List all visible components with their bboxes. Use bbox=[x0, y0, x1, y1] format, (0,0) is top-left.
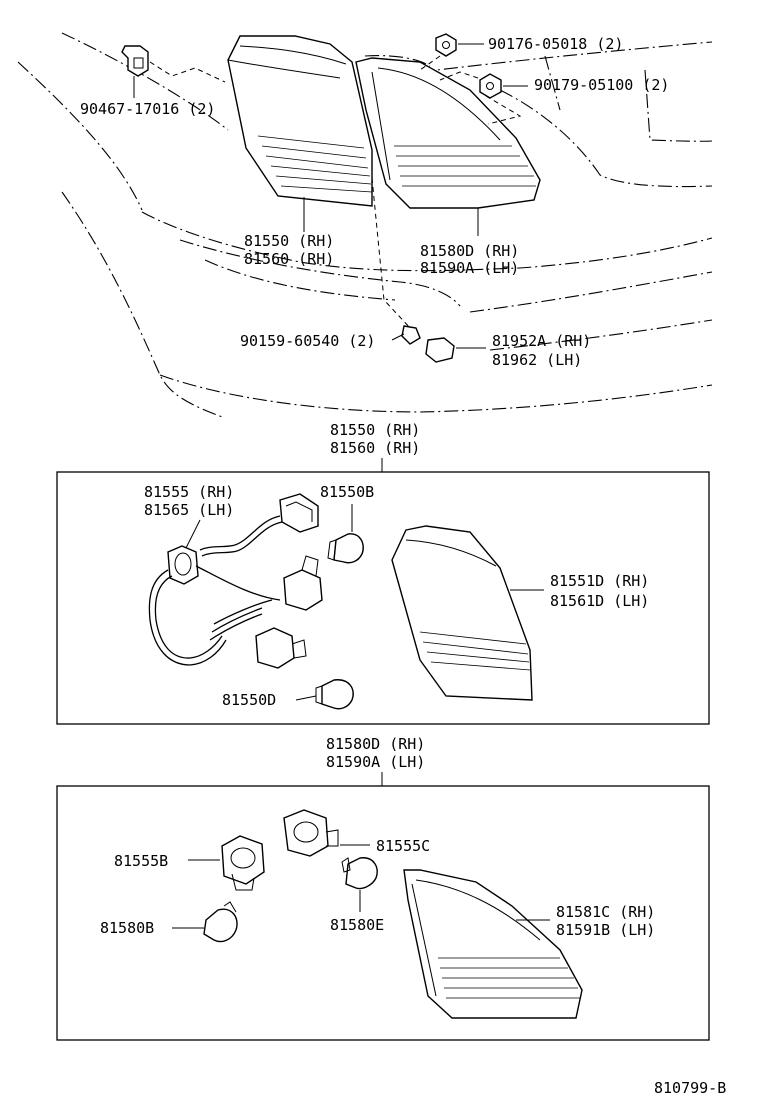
label-nut-1: 90176-05018 (2) bbox=[488, 35, 623, 53]
section1-frame bbox=[56, 471, 710, 725]
bulb-81580b bbox=[172, 901, 238, 943]
label-rear-lamp-1: 81550 (RH) bbox=[244, 232, 334, 250]
bulb-81550d bbox=[295, 679, 354, 710]
socket-81555b bbox=[188, 835, 265, 891]
label-socket-2: 81565 (LH) bbox=[144, 501, 234, 519]
label-lens1-2: 81561D (LH) bbox=[550, 592, 649, 610]
label-bulb-80e: 81580E bbox=[330, 916, 384, 934]
section2-title-1: 81580D (RH) bbox=[326, 735, 425, 753]
label-bulb-d: 81550D bbox=[222, 691, 276, 709]
nut-90179 bbox=[439, 71, 528, 125]
bulb-81550b bbox=[327, 504, 364, 564]
vehicle-body-outline bbox=[17, 32, 713, 419]
figure-code: 810799-B bbox=[654, 1079, 726, 1097]
back-up-lamp bbox=[355, 57, 541, 236]
label-back-lamp-1: 81580D (RH) bbox=[420, 242, 519, 260]
label-bulb-80b: 81580B bbox=[100, 919, 154, 937]
label-lens1-1: 81551D (RH) bbox=[550, 572, 649, 590]
socket-81555c bbox=[283, 809, 370, 857]
section2-frame bbox=[56, 785, 710, 1041]
label-back-lamp-2: 81590A (LH) bbox=[420, 259, 519, 277]
socket-wire-assembly bbox=[148, 493, 323, 669]
label-screw: 90159-60540 (2) bbox=[240, 332, 375, 350]
section2-title-2: 81590A (LH) bbox=[326, 753, 425, 771]
screw-and-cover bbox=[371, 177, 486, 363]
label-cover-2: 81962 (LH) bbox=[492, 351, 582, 369]
lens-81581c bbox=[403, 869, 583, 1019]
label-bulb-b: 81550B bbox=[320, 483, 374, 501]
label-nut-2: 90179-05100 (2) bbox=[534, 76, 669, 94]
label-lens2-2: 81591B (LH) bbox=[556, 921, 655, 939]
label-rear-lamp-2: 81560 (RH) bbox=[244, 250, 334, 268]
label-clip: 90467-17016 (2) bbox=[80, 100, 215, 118]
nut-90176 bbox=[419, 33, 484, 71]
label-socket-1: 81555 (RH) bbox=[144, 483, 234, 501]
rear-combination-lamp bbox=[227, 35, 373, 232]
section1-title-2: 81560 (RH) bbox=[330, 439, 420, 457]
clip-part bbox=[121, 45, 226, 98]
lens-81551d bbox=[391, 525, 544, 701]
label-lens2-1: 81581C (RH) bbox=[556, 903, 655, 921]
label-socket-b: 81555B bbox=[114, 852, 168, 870]
label-socket-c: 81555C bbox=[376, 837, 430, 855]
label-cover-1: 81952A (RH) bbox=[492, 332, 591, 350]
bulb-81580e bbox=[341, 857, 378, 912]
section1-title-1: 81550 (RH) bbox=[330, 421, 420, 439]
